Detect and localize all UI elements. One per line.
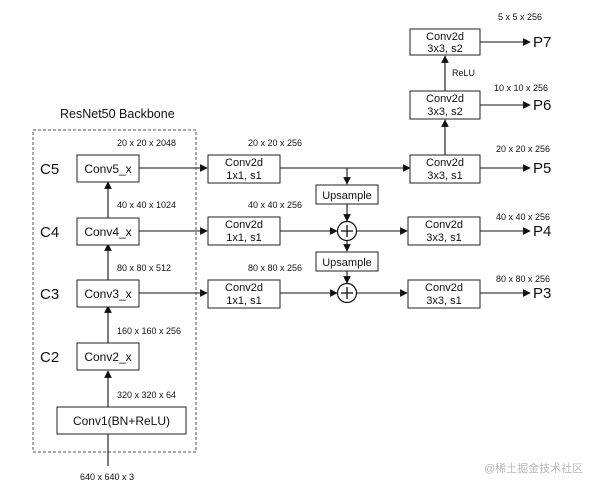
output-p5-line2: 3x3, s1 [427, 170, 462, 182]
conv4-block: Conv4_x [76, 217, 140, 246]
dim-stem-out: 320 x 320 x 64 [117, 390, 176, 400]
lateral-conv-c5: Conv2d 1x1, s1 [207, 154, 281, 184]
output-p3-line1: Conv2d [425, 282, 463, 294]
dim-p7: 5 x 5 x 256 [498, 12, 542, 22]
level-p5: P5 [533, 160, 551, 177]
lateral-conv-c4: Conv2d 1x1, s1 [207, 216, 281, 246]
output-conv-p3: Conv2d 3x3, s1 [407, 279, 481, 309]
conv2-block: Conv2_x [76, 342, 140, 371]
conv4-label: Conv4_x [84, 225, 131, 239]
output-p3-line2: 3x3, s1 [426, 295, 461, 307]
upsample-1-label: Upsample [322, 190, 372, 202]
level-c3: C3 [40, 286, 59, 303]
level-c4: C4 [40, 224, 59, 241]
dim-p3: 80 x 80 x 256 [496, 274, 550, 284]
stem-label: Conv1(BN+ReLU) [73, 414, 170, 428]
extra-p6-line2: 3x3, s2 [427, 106, 462, 118]
merge-add-1 [336, 220, 358, 242]
conv2-label: Conv2_x [84, 350, 131, 364]
dim-lateral-c5: 20 x 20 x 256 [248, 138, 302, 148]
lateral-conv-c3: Conv2d 1x1, s1 [207, 279, 281, 309]
dim-c5-out: 20 x 20 x 2048 [117, 138, 176, 148]
dim-p4: 40 x 40 x 256 [496, 212, 550, 222]
dim-p5: 20 x 20 x 256 [496, 144, 550, 154]
backbone-title: ResNet50 Backbone [60, 107, 175, 121]
output-conv-p5: Conv2d 3x3, s1 [409, 154, 481, 184]
output-p4-line1: Conv2d [425, 219, 463, 231]
dim-p6: 10 x 10 x 256 [494, 83, 548, 93]
dim-c4-out: 40 x 40 x 1024 [117, 200, 176, 210]
backbone-frame [32, 129, 197, 453]
extra-p7-line1: Conv2d [426, 31, 464, 43]
dim-c3-out: 80 x 80 x 512 [117, 263, 171, 273]
dim-lateral-c3: 80 x 80 x 256 [248, 263, 302, 273]
output-conv-p4: Conv2d 3x3, s1 [407, 216, 481, 246]
lateral-c4-line2: 1x1, s1 [226, 232, 261, 244]
dim-c2-out: 160 x 160 x 256 [117, 326, 181, 336]
lateral-c5-line1: Conv2d [225, 157, 263, 169]
extra-p6-line1: Conv2d [426, 93, 464, 105]
extra-p7-line2: 3x3, s2 [427, 43, 462, 55]
extra-conv-p6: Conv2d 3x3, s2 [409, 90, 481, 120]
dim-input: 640 x 640 x 3 [80, 472, 134, 482]
conv3-label: Conv3_x [84, 287, 131, 301]
level-p6: P6 [533, 97, 551, 114]
level-p7: P7 [533, 34, 551, 51]
lateral-c4-line1: Conv2d [225, 219, 263, 231]
relu-label: ReLU [452, 68, 475, 78]
level-c5: C5 [40, 161, 59, 178]
stem-block: Conv1(BN+ReLU) [56, 406, 187, 435]
lateral-c5-line2: 1x1, s1 [226, 170, 261, 182]
upsample-2-label: Upsample [322, 257, 372, 269]
level-p3: P3 [533, 285, 551, 302]
lateral-c3-line1: Conv2d [225, 282, 263, 294]
dim-lateral-c4: 40 x 40 x 256 [248, 200, 302, 210]
upsample-1: Upsample [315, 184, 379, 205]
extra-conv-p7: Conv2d 3x3, s2 [409, 28, 481, 56]
conv3-block: Conv3_x [76, 279, 140, 308]
conv5-block: Conv5_x [76, 154, 140, 183]
conv5-label: Conv5_x [84, 162, 131, 176]
watermark: @稀土掘金技术社区 [484, 461, 583, 475]
upsample-2: Upsample [315, 251, 379, 272]
level-c2: C2 [40, 349, 59, 366]
output-p5-line1: Conv2d [426, 157, 464, 169]
lateral-c3-line2: 1x1, s1 [226, 295, 261, 307]
merge-add-2 [336, 282, 358, 304]
output-p4-line2: 3x3, s1 [426, 232, 461, 244]
level-p4: P4 [533, 223, 551, 240]
